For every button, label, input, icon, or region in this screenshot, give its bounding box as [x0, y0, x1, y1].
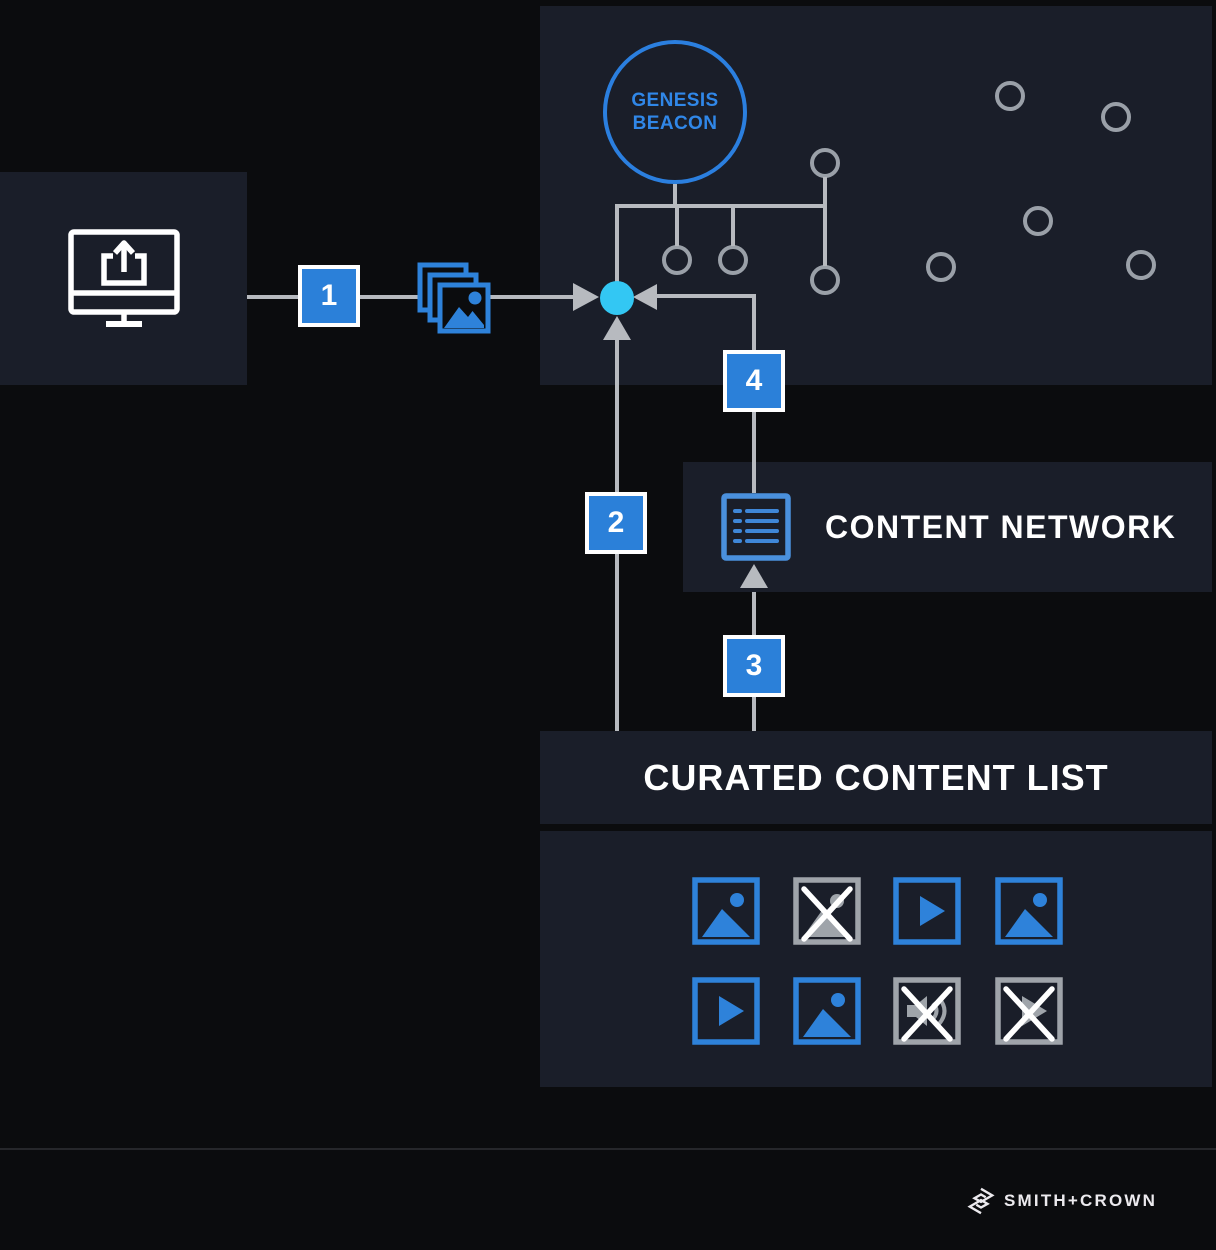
connector-tree-node4-down: [823, 208, 827, 266]
curated-list-body-panel: [540, 831, 1212, 1087]
content-item-image: [793, 977, 861, 1045]
network-node: [810, 265, 840, 295]
beacon-label-line2: BEACON: [632, 113, 718, 134]
image-stack-icon: [417, 262, 491, 334]
uploader-panel: [0, 172, 247, 385]
connector-tree-node3-up: [823, 177, 827, 205]
content-network-panel: [683, 462, 1212, 592]
smith-crown-logo: [967, 1187, 995, 1215]
connector-tree-to-dot: [615, 208, 619, 282]
content-item-image-rejected: [793, 877, 861, 945]
connector-tree-node1: [675, 208, 679, 246]
content-item-video: [893, 877, 961, 945]
connector-tree-node2: [731, 208, 735, 246]
connector-step4-upper: [752, 296, 756, 352]
footer-divider: [0, 1148, 1216, 1150]
content-item-image: [995, 877, 1063, 945]
merge-point-dot: [600, 281, 634, 315]
brand-wordmark: SMITH+CROWN: [1004, 1191, 1158, 1210]
network-node: [995, 81, 1025, 111]
connector-step4-horizontal: [650, 294, 756, 298]
x-mark-icon: [901, 986, 953, 1042]
content-item-video: [692, 977, 760, 1045]
monitor-upload-icon: [68, 229, 180, 327]
content-item-image: [692, 877, 760, 945]
network-node: [810, 148, 840, 178]
step-4-label: 4: [745, 364, 763, 397]
network-node: [718, 245, 748, 275]
step-2-label: 2: [607, 506, 625, 539]
genesis-beacon-circle: GENESIS BEACON: [603, 40, 747, 184]
arrowhead-right-icon: [573, 283, 599, 311]
step-3-label: 3: [745, 649, 763, 682]
connector-upload-to-dot: [247, 295, 575, 299]
content-item-audio-rejected: [893, 977, 961, 1045]
connector-beacon-stem: [673, 184, 677, 206]
x-mark-icon: [1003, 986, 1055, 1042]
step-1-badge: 1: [298, 265, 360, 327]
curated-list-title: CURATED CONTENT LIST: [643, 756, 1109, 798]
connector-tree-horizontal: [615, 204, 827, 208]
arrowhead-left-icon: [633, 284, 657, 310]
list-icon: [721, 493, 791, 561]
step-1-label: 1: [320, 279, 338, 312]
network-node: [662, 245, 692, 275]
step-4-badge: 4: [723, 350, 785, 412]
arrowhead-up-network-icon: [740, 564, 768, 588]
step-3-badge: 3: [723, 635, 785, 697]
x-mark-icon: [801, 886, 853, 942]
content-network-title: CONTENT NETWORK: [825, 509, 1177, 545]
network-node: [1023, 206, 1053, 236]
connector-step4-lower: [752, 412, 756, 493]
network-node: [1126, 250, 1156, 280]
beacon-label-line1: GENESIS: [631, 89, 719, 111]
curated-list-title-panel: CURATED CONTENT LIST: [540, 731, 1212, 824]
arrowhead-up-dot-icon: [603, 316, 631, 340]
content-item-video-rejected: [995, 977, 1063, 1045]
step-2-badge: 2: [585, 492, 647, 554]
network-node: [926, 252, 956, 282]
network-node: [1101, 102, 1131, 132]
